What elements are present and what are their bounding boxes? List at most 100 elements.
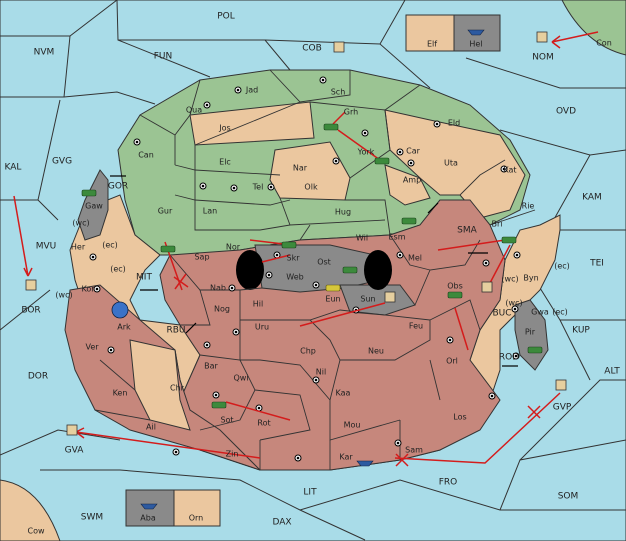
land-label-can: Can xyxy=(138,151,154,160)
land-label-obs: Obs xyxy=(447,282,463,291)
unit-fleets[interactable] xyxy=(111,29,485,510)
coast-note: (ec) xyxy=(110,265,126,274)
land-label-nog: Nog xyxy=(214,305,230,314)
land-label-lan: Lan xyxy=(203,207,217,216)
coast-note: (ec) xyxy=(102,241,118,250)
coast-note: (wc) xyxy=(501,275,518,284)
army-icon[interactable] xyxy=(323,123,339,131)
sea-label-gor: GOR xyxy=(108,182,128,192)
army-icon[interactable] xyxy=(81,189,97,197)
sea-label-alt: ALT xyxy=(604,367,620,377)
region-labels: POLFUNCOBNVMKALGVGGORMVUBORMITRBUDORGVAS… xyxy=(5,12,621,536)
land-label-kor: Kor xyxy=(81,285,95,294)
army-icon[interactable] xyxy=(401,217,417,225)
sea-label-kup: KUP xyxy=(572,326,590,336)
land-label-olk: Olk xyxy=(304,183,318,192)
land-label-nab: Nab xyxy=(210,284,226,293)
land-label-york: York xyxy=(357,148,375,157)
land-label-sun: Sun xyxy=(360,295,375,304)
land-label-nor: Nor xyxy=(226,243,241,252)
sea-label-gva: GVA xyxy=(65,446,85,456)
land-label-ken: Ken xyxy=(113,389,128,398)
land-label-skr: Skr xyxy=(287,254,301,263)
land-label-car: Car xyxy=(406,147,420,156)
army-icon[interactable] xyxy=(447,291,463,299)
land-label-wil: Wil xyxy=(356,234,368,243)
army-icon[interactable] xyxy=(374,157,390,165)
army-icon[interactable] xyxy=(527,346,543,354)
land-label-rie: Rie xyxy=(522,202,535,211)
army-icon[interactable] xyxy=(281,241,297,249)
land-label-her: Her xyxy=(71,243,86,252)
land-label-sap: Sap xyxy=(194,253,209,262)
land-label-ver: Ver xyxy=(85,343,99,352)
land-label-los: Los xyxy=(453,413,466,422)
land-label-elf: Elf xyxy=(427,40,437,49)
fleet-icon[interactable] xyxy=(467,29,485,36)
coast-markers xyxy=(110,175,518,367)
land-label-hug: Hug xyxy=(335,208,351,217)
sea-label-dor: DOR xyxy=(28,372,48,382)
sea-label-nom: NOM xyxy=(532,53,554,63)
sea-label-cob: COB xyxy=(302,44,322,54)
fleet-icon[interactable] xyxy=(111,301,129,319)
land-label-zin: Zin xyxy=(226,450,239,459)
land-label-uru: Uru xyxy=(255,323,269,332)
land-label-ail: Ail xyxy=(146,423,156,432)
land-label-sot: Sot xyxy=(220,416,233,425)
land-label-elc: Elc xyxy=(219,158,231,167)
canal-west xyxy=(236,250,264,290)
land-label-amp: Amp xyxy=(403,176,421,185)
land-label-gwa: Gwa xyxy=(531,308,549,317)
sea-label-tei: TEI xyxy=(589,259,604,269)
unit-dislodged xyxy=(25,31,567,436)
land-label-esm: Esm xyxy=(388,233,405,242)
sea-label-pol: POL xyxy=(217,12,235,22)
army-icon[interactable] xyxy=(501,236,517,244)
region-sun xyxy=(339,284,416,316)
land-label-nil: Nil xyxy=(316,368,326,377)
sea-label-mvu: MVU xyxy=(36,242,57,252)
sea-label-kam: KAM xyxy=(582,193,602,203)
land-label-tel: Tel xyxy=(252,183,264,192)
sea-label-fun: FUN xyxy=(154,52,173,62)
sea-label-buc: BUC xyxy=(492,309,511,319)
land-label-orl: Orl xyxy=(446,357,458,366)
sea-label-rod: ROD xyxy=(499,353,519,363)
fleet-icon[interactable] xyxy=(140,503,158,510)
sea-label-fro: FRO xyxy=(439,478,458,488)
army-icon[interactable] xyxy=(342,266,358,274)
sea-label-som: SOM xyxy=(558,492,579,502)
sea-label-swm: SWM xyxy=(81,513,103,523)
land-label-kar: Kar xyxy=(339,453,353,462)
land-label-feu: Feu xyxy=(409,322,423,331)
sea-label-rbu: RBU xyxy=(166,326,185,336)
coast-note: (ec) xyxy=(554,262,570,271)
land-label-neu: Neu xyxy=(368,347,384,356)
land-label-rot: Rot xyxy=(257,419,270,428)
army-icon[interactable] xyxy=(160,245,176,253)
land-label-chp: Chp xyxy=(300,347,316,356)
sea-label-nvm: NVM xyxy=(34,48,55,58)
land-label-hel: Hel xyxy=(469,40,482,49)
supply-centers xyxy=(89,76,521,462)
sea-label-dax: DAX xyxy=(272,518,291,528)
land-label-jad: Jad xyxy=(245,86,258,95)
army-icon[interactable] xyxy=(211,401,227,409)
land-label-qua: Qua xyxy=(186,106,202,115)
region-amp xyxy=(384,164,431,206)
land-label-con: Con xyxy=(596,39,612,48)
canal-east xyxy=(364,250,392,290)
fleet-icon[interactable] xyxy=(356,460,374,467)
land-label-nar: Nar xyxy=(293,164,308,173)
coast-note: (ec) xyxy=(552,308,568,317)
land-label-eld: Eld xyxy=(448,119,460,128)
land-label-pir: Pir xyxy=(525,328,536,337)
order-arrows xyxy=(13,31,599,467)
land-label-sam: Sam xyxy=(405,446,423,455)
land-label-aba: Aba xyxy=(140,514,156,523)
sea-label-kal: KAL xyxy=(5,163,22,173)
unit-armies[interactable] xyxy=(81,123,543,409)
army-icon[interactable] xyxy=(325,284,341,292)
sea-label-mit: MIT xyxy=(136,273,152,283)
